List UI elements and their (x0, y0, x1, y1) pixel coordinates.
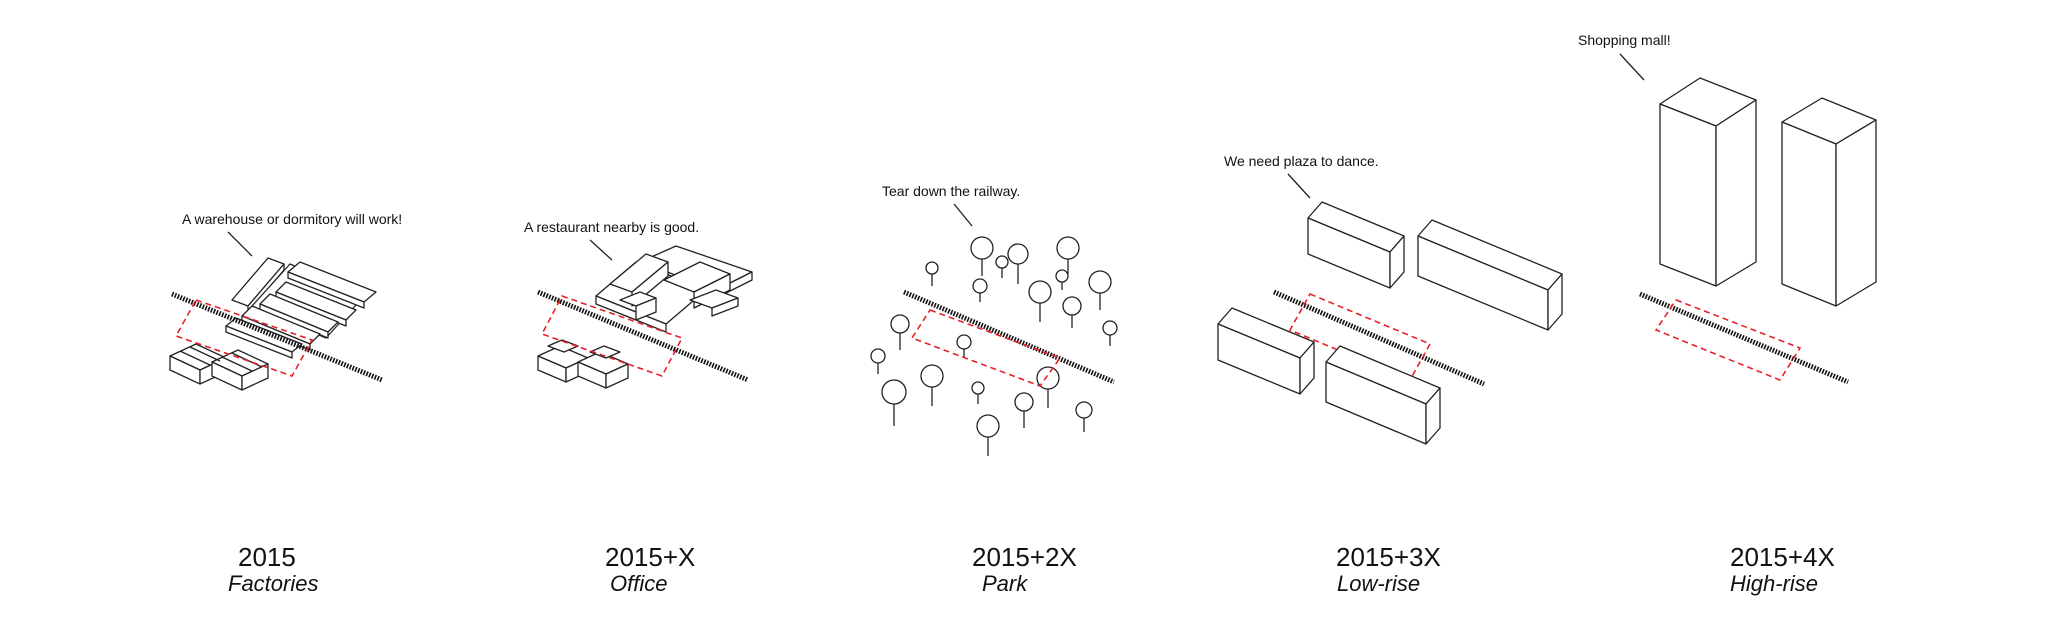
tree-icon (1062, 296, 1082, 328)
tree-icon (995, 255, 1009, 278)
factory-small-blocks (169, 343, 269, 391)
low-rise-block-front-left (1217, 307, 1315, 395)
quote-low-rise: We need plaza to dance. (1224, 153, 1379, 169)
low-rise-block-back-right (1417, 219, 1563, 331)
tree-icon (1055, 269, 1069, 290)
railway (537, 289, 749, 383)
tree-icon (1014, 392, 1034, 428)
dashed-zone (910, 309, 1062, 387)
tree-icon (920, 364, 944, 406)
panel-high-rise: Shopping mall! 2015+4X High-rise (1578, 32, 1877, 596)
railway (171, 291, 383, 383)
dashed-zone (174, 299, 314, 377)
year-label-low-rise: 2015+3X (1336, 542, 1441, 572)
tree-icon (890, 314, 910, 350)
year-label-factories: 2015 (238, 542, 296, 572)
tree-icon (976, 414, 1000, 456)
phase-label-office: Office (610, 571, 667, 596)
low-rise-block-front-right (1325, 345, 1441, 445)
quote-leader-line (589, 239, 613, 261)
tower-right (1781, 97, 1877, 307)
tree-icon (972, 278, 988, 302)
dashed-zone (1654, 299, 1802, 381)
tree-icon (1036, 366, 1060, 408)
tree-icon (1088, 270, 1112, 310)
office-buildings (595, 245, 753, 333)
tree-icon (971, 381, 985, 404)
quote-factories: A warehouse or dormitory will work! (182, 211, 402, 227)
railway (1272, 289, 1486, 387)
low-rise-block-back-left (1307, 201, 1405, 289)
quote-office: A restaurant nearby is good. (524, 219, 699, 235)
tree-icon (881, 379, 907, 426)
quote-high-rise: Shopping mall! (1578, 32, 1671, 48)
factory-buildings (225, 257, 377, 359)
quote-leader-line (1619, 53, 1645, 81)
phase-label-high-rise: High-rise (1730, 571, 1818, 596)
phase-label-park: Park (982, 571, 1028, 596)
quote-leader-line (227, 231, 253, 257)
year-label-park: 2015+2X (972, 542, 1077, 572)
railway (903, 289, 1115, 385)
tree-icon (956, 334, 972, 358)
quote-park: Tear down the railway. (882, 183, 1020, 199)
quote-leader-line (1287, 173, 1311, 199)
panel-park: Tear down the railway. 2015+2X Park (870, 183, 1118, 596)
tree-icon (870, 348, 886, 374)
tree-icon (1028, 280, 1052, 322)
year-label-office: 2015+X (605, 542, 695, 572)
phase-label-factories: Factories (228, 571, 318, 596)
dashed-zone (540, 295, 684, 377)
tree-icon (1056, 236, 1080, 274)
tower-left (1659, 77, 1757, 287)
panel-office: A restaurant nearby is good. (524, 219, 753, 596)
park-trees (870, 236, 1118, 456)
panel-factories: A warehouse or dormitory will work! (169, 211, 402, 596)
quote-leader-line (953, 203, 973, 227)
tree-icon (1007, 243, 1029, 284)
tree-icon (1075, 401, 1093, 432)
panel-low-rise: We need plaza to dance. 2015+3X Low-rise (1217, 153, 1563, 596)
tree-icon (925, 261, 939, 286)
office-small-blocks (537, 339, 629, 389)
phase-label-low-rise: Low-rise (1337, 571, 1420, 596)
tree-icon (1102, 320, 1118, 346)
tree-icon (970, 236, 994, 276)
year-label-high-rise: 2015+4X (1730, 542, 1835, 572)
